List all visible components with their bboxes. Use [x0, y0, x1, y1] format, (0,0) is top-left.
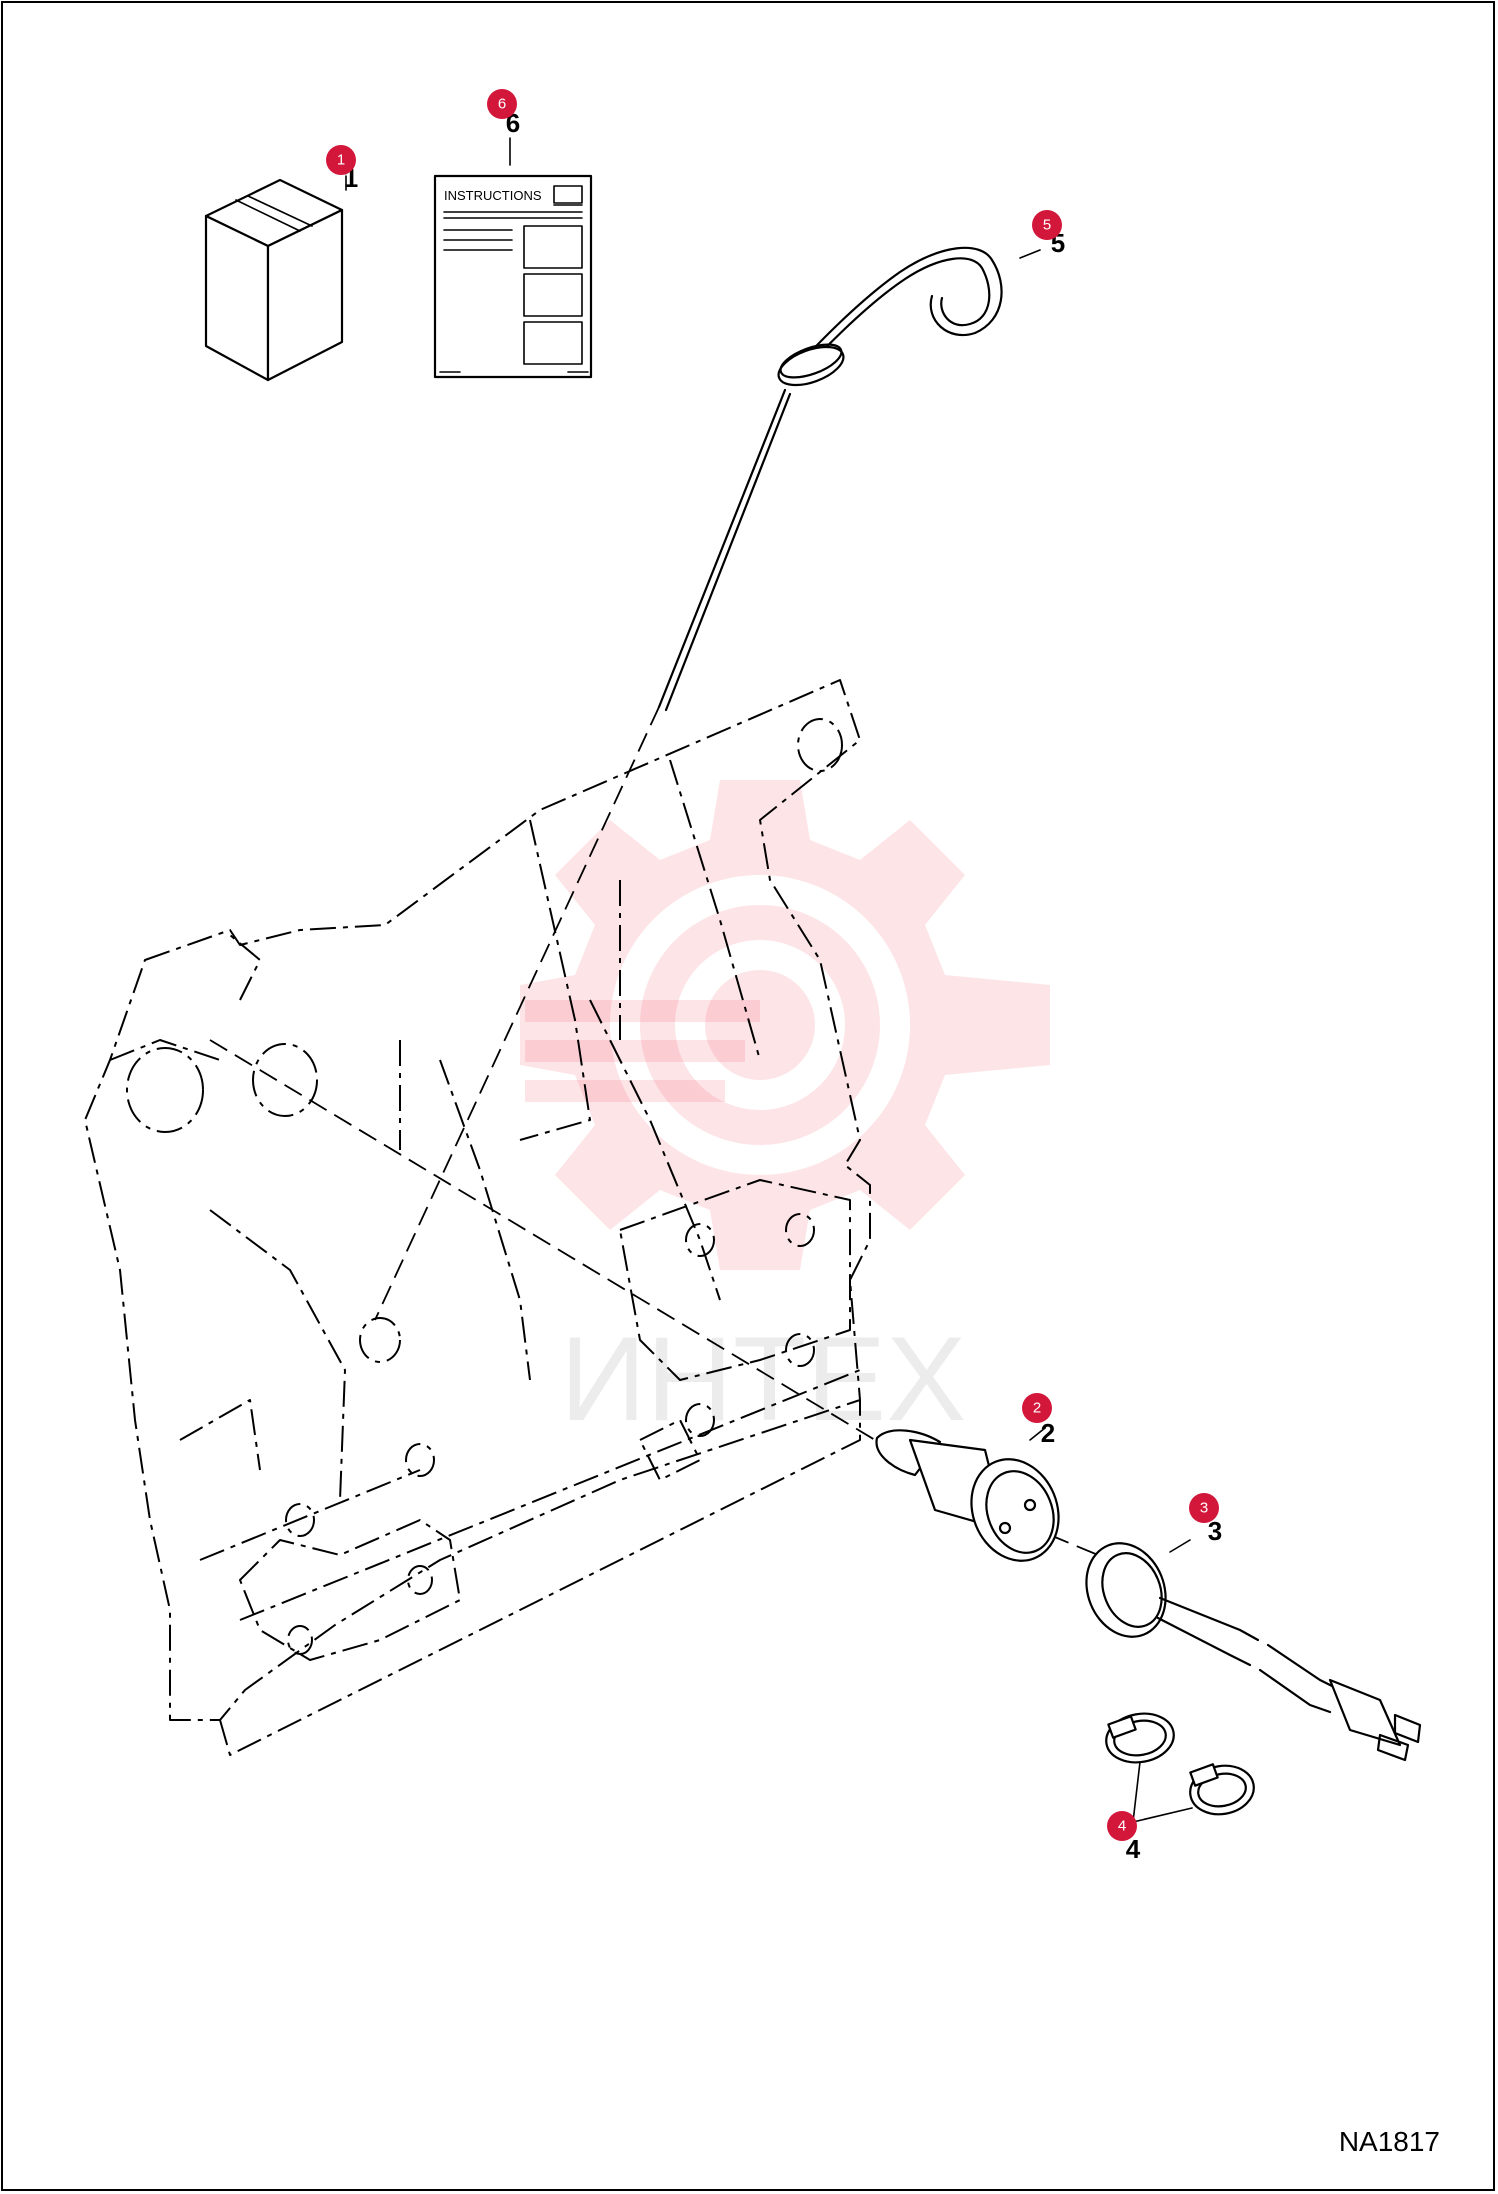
callout-label-4: 4 [1118, 1818, 1126, 1835]
heater-centerline [209, 1039, 901, 1456]
callout-label-1: 1 [337, 152, 345, 169]
figure-code: NA1817 [1338, 2126, 1440, 2157]
booklet-title: INSTRUCTIONS [444, 188, 542, 203]
item-number-2: 2 [1041, 1418, 1055, 1448]
box-part [204, 178, 344, 382]
watermark-logo: ИНТЕХ [520, 780, 1050, 1446]
instructions-booklet: INSTRUCTIONS [433, 174, 593, 379]
callout-5[interactable]: 5 [1032, 210, 1062, 240]
callout-1[interactable]: 1 [326, 145, 356, 175]
callout-label-5: 5 [1043, 217, 1051, 234]
engine-block-phantom [84, 679, 871, 1756]
dipstick-centerline [374, 706, 660, 1321]
item-number-3: 3 [1208, 1516, 1222, 1546]
callout-6[interactable]: 6 [487, 89, 517, 119]
power-cord-part [1085, 1542, 1422, 1762]
callout-label-6: 6 [498, 96, 506, 113]
cord-centerline [1049, 1534, 1111, 1561]
leader-lines [345, 137, 1193, 1823]
cable-ties-part [1105, 1712, 1255, 1816]
item-number-4: 4 [1126, 1834, 1141, 1864]
dipstick-part [657, 246, 1003, 712]
callout-3[interactable]: 3 [1189, 1493, 1219, 1523]
watermark-text: ИНТЕХ [560, 1312, 966, 1446]
heater-element-part [875, 1429, 1060, 1562]
callout-2[interactable]: 2 [1022, 1393, 1052, 1423]
callout-label-2: 2 [1033, 1400, 1041, 1417]
callout-4[interactable]: 4 [1107, 1811, 1137, 1841]
callout-label-3: 3 [1200, 1500, 1208, 1517]
